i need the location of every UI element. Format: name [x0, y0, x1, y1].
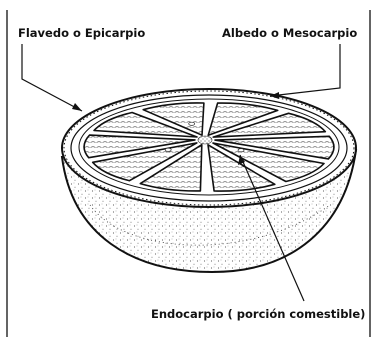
- leader-albedo: [270, 44, 340, 99]
- leader-flavedo: [22, 44, 82, 111]
- fruit-center: [198, 136, 212, 144]
- seed-mark: [189, 122, 195, 125]
- label-albedo: Albedo o Mesocarpio: [222, 26, 357, 40]
- label-flavedo: Flavedo o Epicarpio: [18, 26, 145, 40]
- label-endocarpio: Endocarpio ( porción comestible): [151, 307, 365, 321]
- seed-mark: [165, 148, 171, 151]
- seed-mark: [238, 149, 244, 152]
